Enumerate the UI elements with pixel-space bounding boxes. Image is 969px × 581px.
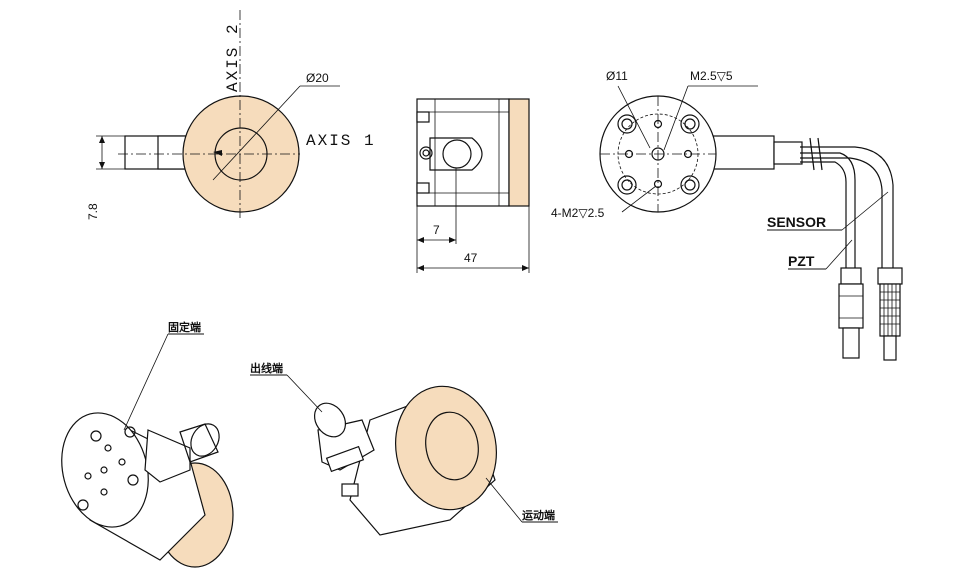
iso-view-fixed-end: 固定端 (61, 320, 234, 568)
iso2-moving-face (394, 385, 498, 511)
diameter-leader (212, 85, 301, 181)
front-view: Ø20 AXIS 1 AXIS 2 7.8 (86, 10, 376, 220)
bolt-circle-label: Ø11 (606, 69, 628, 83)
side-view: 7 47 (416, 98, 530, 273)
sensor-connector (877, 267, 903, 361)
offset-label: 7 (433, 223, 440, 237)
cable-end-label: 出线端 (250, 361, 283, 375)
diameter-label: Ø20 (306, 71, 329, 85)
side-body (416, 98, 510, 207)
pzt-connector (838, 267, 864, 359)
side-moving-face (508, 98, 530, 207)
sensor-label: SENSOR (767, 214, 826, 230)
axis2-label: AXIS 2 (224, 22, 242, 92)
corner-hole (680, 114, 700, 134)
pzt-cable (800, 152, 856, 268)
height-label: 7.8 (86, 203, 100, 220)
moving-end-label: 运动端 (522, 508, 555, 522)
side-cable-boss (429, 137, 483, 171)
axis1-label: AXIS 1 (306, 132, 376, 150)
corner-holes-label: 4-M2▽2.5 (551, 206, 605, 220)
pzt-label: PZT (788, 253, 815, 269)
corner-hole (617, 114, 637, 134)
iso2-inner-bore (425, 411, 479, 481)
sensor-cable (800, 146, 894, 268)
center-thread-label: M2.5▽5 (690, 69, 733, 83)
side-cable-hole (442, 139, 472, 169)
front-cable-boss-step (157, 135, 187, 170)
length-label: 47 (464, 251, 478, 265)
iso-view-moving-end: 出线端 运动端 (250, 361, 558, 536)
fixed-end-label: 固定端 (168, 320, 201, 334)
mount-view: Ø11 M2.5▽5 4-M2▽2.5 SENSOR PZT (551, 69, 903, 361)
corner-hole (680, 175, 700, 195)
corner-hole (617, 175, 637, 195)
